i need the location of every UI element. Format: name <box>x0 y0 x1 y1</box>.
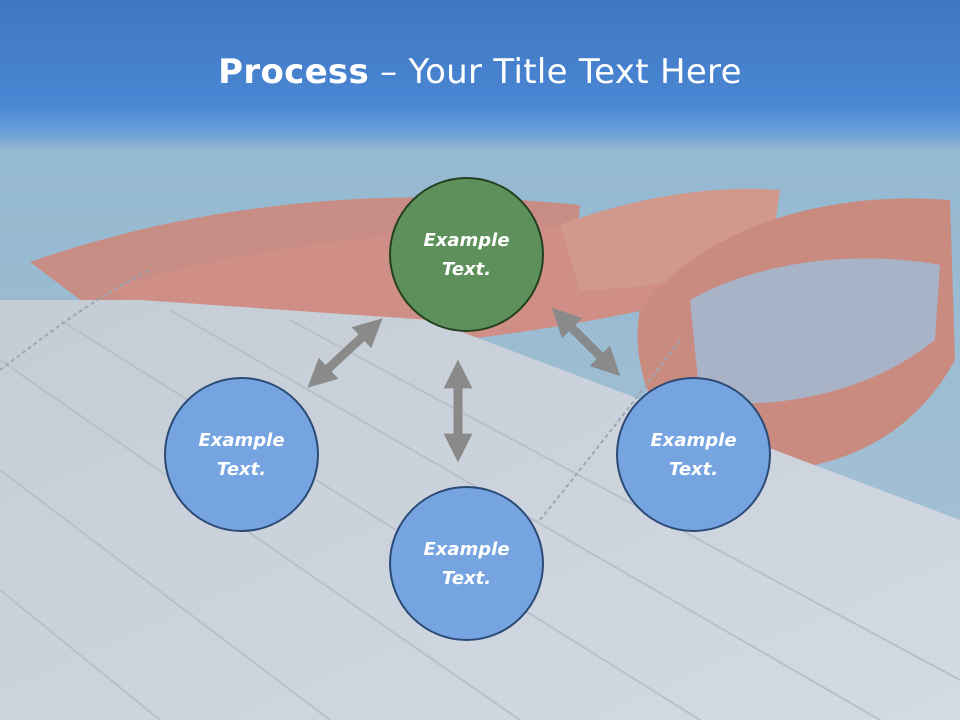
node-bottom-text: Example Text. <box>423 538 510 589</box>
arrow-center-left <box>307 318 383 388</box>
node-left-text: Example Text. <box>198 429 285 480</box>
title-rest: – Your Title Text Here <box>369 52 742 92</box>
node-right-text: Example Text. <box>650 429 737 480</box>
title-band <box>0 0 960 150</box>
arrow-center-right <box>551 307 621 377</box>
node-center-text: Example Text. <box>423 229 510 280</box>
slide-title: Process – Your Title Text Here <box>0 52 960 92</box>
node-right: Example Text. <box>616 377 771 532</box>
node-left: Example Text. <box>164 377 319 532</box>
node-center: Example Text. <box>389 177 544 332</box>
node-bottom: Example Text. <box>389 486 544 641</box>
title-bold: Process <box>218 52 370 92</box>
